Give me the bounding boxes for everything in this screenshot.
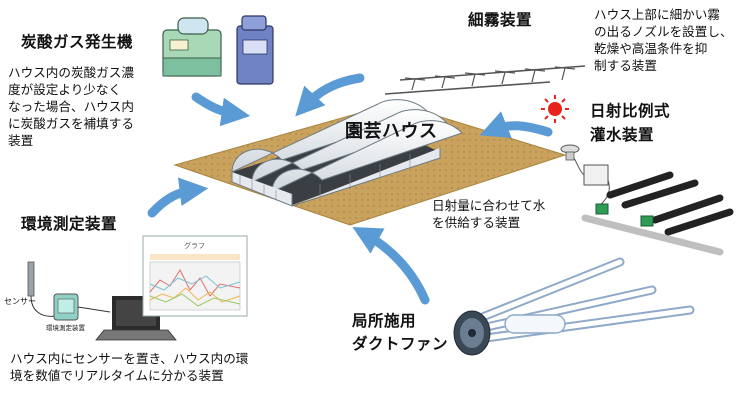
description-line: 装置 bbox=[8, 133, 34, 148]
env-measurement-illustration bbox=[27, 235, 248, 341]
solar-irrigation-illustration bbox=[560, 144, 734, 256]
env-measurement-title: 環境測定装置 bbox=[21, 215, 118, 233]
env-measurement-description: ハウス内にセンサーを置き、ハウス内の環 境を数値でリアルタイムに分かる装置 bbox=[10, 350, 310, 384]
duct-fan-illustration bbox=[453, 257, 695, 356]
description-line: に炭酸ガスを補填する bbox=[8, 116, 134, 131]
co2-generator-title: 炭酸ガス発生機 bbox=[21, 33, 134, 51]
greenhouse-illustration bbox=[231, 99, 463, 207]
sun-icon bbox=[541, 95, 569, 123]
description-line: なった場合、ハウス内 bbox=[8, 99, 134, 114]
description-line: 境を数値でリアルタイムに分かる装置 bbox=[10, 368, 224, 383]
duct-fan-title: 局所施用 ダクトファン bbox=[352, 310, 448, 356]
description-line: 制する装置 bbox=[594, 58, 657, 73]
description-line: 度が設定より少なく bbox=[8, 82, 122, 97]
co2-generator-description: ハウス内の炭酸ガス濃 度が設定より少なく なった場合、ハウス内 に炭酸ガスを補填… bbox=[8, 64, 168, 149]
flow-arrows bbox=[147, 73, 553, 305]
description-line: 日射量に合わせて水 bbox=[432, 198, 546, 213]
mist-device-title: 細霧装置 bbox=[468, 11, 533, 29]
title-line: 日射比例式 bbox=[590, 102, 671, 120]
title-line: ダクトファン bbox=[352, 335, 449, 353]
description-line: 乾燥や高温条件を抑 bbox=[594, 41, 708, 56]
description-line: ハウス上部に細かい霧 bbox=[594, 7, 720, 22]
description-line: の出るノズルを設置し、 bbox=[594, 24, 733, 39]
graph-screen-title: グラフ bbox=[184, 242, 205, 250]
solar-irrigation-description: 日射量に合わせて水 を供給する装置 bbox=[432, 197, 545, 231]
measurement-unit-label: 環境測定装置 bbox=[46, 324, 85, 332]
title-line: 灌水装置 bbox=[590, 126, 655, 144]
mist-nozzle-illustration bbox=[384, 65, 586, 95]
description-line: を供給する装置 bbox=[432, 215, 521, 230]
description-line: ハウス内の炭酸ガス濃 bbox=[8, 65, 134, 80]
solar-irrigation-title: 日射比例式 灌水装置 bbox=[590, 99, 670, 147]
sensor-label: センサー bbox=[4, 297, 36, 306]
description-line: ハウス内にセンサーを置き、ハウス内の環 bbox=[10, 351, 249, 366]
mist-device-description: ハウス上部に細かい霧 の出るノズルを設置し、 乾燥や高温条件を抑 制する装置 bbox=[594, 6, 740, 74]
title-line: 局所施用 bbox=[352, 312, 417, 330]
co2-generator-illustration bbox=[162, 15, 274, 85]
greenhouse-title: 園芸ハウス bbox=[345, 121, 438, 142]
